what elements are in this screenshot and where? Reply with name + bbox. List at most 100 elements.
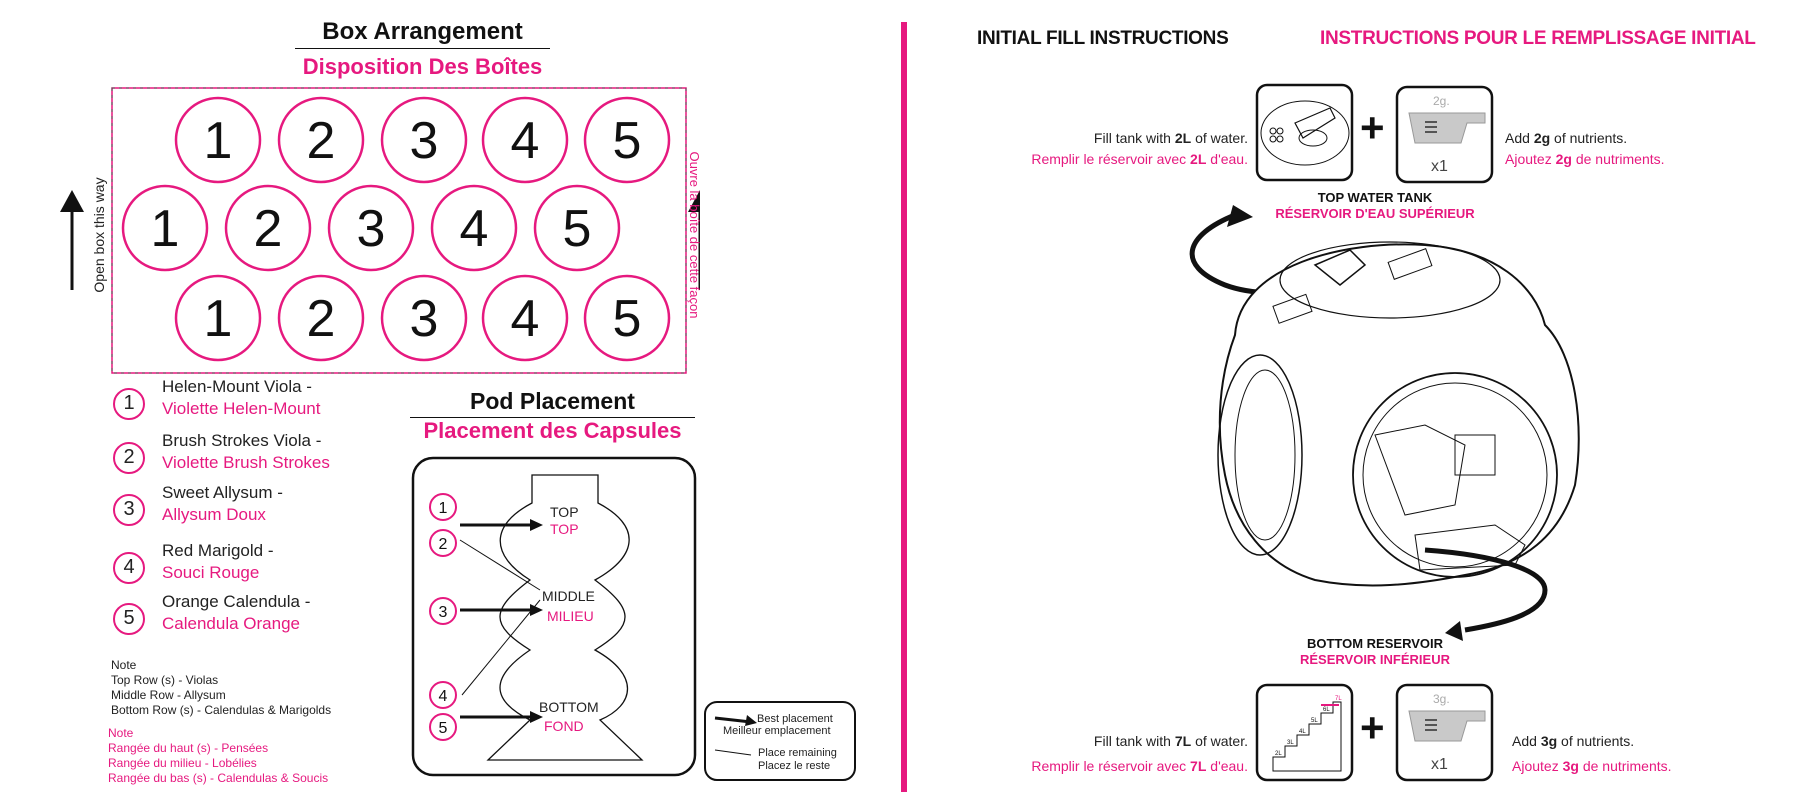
box-slot-circle (277, 96, 365, 184)
box-slot-circle (380, 96, 468, 184)
box-slot-number: 4 (511, 112, 540, 170)
box-slot-number: 5 (613, 112, 642, 170)
fill-title-fr: INSTRUCTIONS POUR LE REMPLISSAGE INITIAL (1320, 28, 1756, 49)
bottom-water-instruction: Fill tank with 7L of water. (1093, 733, 1248, 749)
box-slot-circle (481, 96, 569, 184)
box-slot-circle (277, 274, 365, 362)
top-nutrient-scoop: 2g. x1 (1395, 85, 1494, 184)
best-placement-arrows (460, 519, 543, 723)
reservoir-step-label: 4L (1299, 729, 1306, 735)
pod-title: Pod Placement (410, 388, 695, 418)
box-slot-circle (224, 184, 312, 272)
box-slot-number: 4 (511, 290, 540, 348)
box-slot-circle (430, 184, 518, 272)
sphere-garden-illustration (1189, 205, 1580, 641)
legend-number: 4 (113, 552, 145, 584)
box-slot-number: 1 (151, 200, 180, 258)
legend-name-fr: Souci Rouge (162, 563, 260, 582)
box-slot-number: 3 (357, 200, 386, 258)
reservoir-step-label: 6L (1323, 707, 1330, 713)
top-tank-image (1255, 83, 1354, 182)
box-slot-number: 1 (204, 290, 233, 348)
legend-number: 1 (113, 388, 145, 420)
pod-bottom-label: BOTTOM (539, 699, 599, 715)
bottom-scoop-label: 3g. (1433, 692, 1450, 706)
pod-top-label-fr: TOP (550, 521, 579, 537)
pod-number-circle (429, 529, 457, 557)
legend-name-fr: Calendula Orange (162, 614, 300, 633)
box-slot-number: 5 (563, 200, 592, 258)
box-slot-circle (583, 96, 671, 184)
box-slot-circle (174, 96, 262, 184)
pod-bottom-label-fr: FOND (544, 718, 584, 734)
key-best-label: Best placement (757, 713, 833, 725)
legend-name-fr: Violette Brush Strokes (162, 453, 330, 472)
box-slot-circle (327, 184, 415, 272)
reservoir-step-label: 3L (1287, 740, 1294, 746)
box-slot-number: 1 (204, 112, 233, 170)
top-tank-label: TOP WATER TANK (1317, 190, 1433, 205)
box-slot-number: 2 (307, 290, 336, 348)
bottom-nutrient-instruction-fr: Ajoutez 3g de nutriments. (1512, 758, 1672, 774)
reservoir-step-label: 2L (1275, 751, 1282, 757)
pod-number-circle (429, 493, 457, 521)
pod-number: 2 (439, 536, 448, 553)
bottom-water-instruction-fr: Remplir le réservoir avec 7L d'eau. (1031, 758, 1248, 774)
box-diagram: Open box this way Ouvre la boîte de cett… (60, 87, 700, 374)
pod-number: 3 (439, 604, 448, 621)
legend-name: Sweet Allysum - (162, 483, 283, 502)
top-scoop-label: 2g. (1433, 94, 1450, 108)
box-title-fr: Disposition Des Boîtes (302, 54, 543, 79)
legend-number: 5 (113, 603, 145, 635)
box-slot-number: 5 (613, 290, 642, 348)
bottom-reservoir-label-fr: RÉSERVOIR INFÉRIEUR (1299, 652, 1450, 667)
bottom-reservoir-image: 2L 3L 4L 5L 6L 7L (1255, 683, 1354, 782)
center-divider (901, 22, 907, 792)
top-nutrient-instruction-fr: Ajoutez 2g de nutriments. (1505, 151, 1665, 167)
key-best-label-fr: Meilleur emplacement (723, 725, 831, 737)
box-slot-circle (380, 274, 468, 362)
plus-icon: + (1360, 704, 1385, 751)
box-slot-number: 2 (307, 112, 336, 170)
pod-title-fr: Placement des Capsules (423, 418, 682, 443)
pod-top-label: TOP (550, 504, 579, 520)
legend-name: Red Marigold - (162, 541, 274, 560)
pod-number: 4 (439, 688, 448, 705)
pod-number: 5 (439, 720, 448, 737)
bottom-nutrient-scoop: 3g. x1 (1395, 683, 1494, 782)
reservoir-step-label: 7L (1335, 696, 1342, 702)
pod-number-circle (429, 597, 457, 625)
reservoir-step-label: 5L (1311, 718, 1318, 724)
legend-name: Orange Calendula - (162, 592, 311, 611)
top-scoop-qty: x1 (1431, 158, 1448, 175)
legend-name: Brush Strokes Viola - (162, 431, 322, 450)
box-slot-circle (174, 274, 262, 362)
top-water-instruction: Fill tank with 2L of water. (1093, 130, 1248, 146)
top-tank-label-fr: RÉSERVOIR D'EAU SUPÉRIEUR (1275, 206, 1475, 221)
fill-title: INITIAL FILL INSTRUCTIONS (977, 28, 1229, 49)
box-slot-number: 2 (254, 200, 283, 258)
key-rest-label: Place remaining (758, 747, 837, 759)
bottom-scoop-qty: x1 (1431, 756, 1448, 773)
pod-number-circle (429, 681, 457, 709)
box-title: Box Arrangement (295, 18, 550, 49)
open-box-label-fr: Ouvre la boîte de cette façon (687, 152, 700, 319)
placement-key: Best placement Meilleur emplacement Plac… (704, 701, 856, 781)
pod-middle-label: MIDDLE (542, 588, 595, 604)
plus-icon: + (1360, 104, 1385, 151)
legend-number: 3 (113, 494, 145, 526)
pod-number-circle (429, 713, 457, 741)
box-slot-circle (481, 274, 569, 362)
open-box-label: Open box this way (91, 177, 107, 292)
right-up-arrow-icon (688, 190, 700, 290)
top-water-instruction-fr: Remplir le réservoir avec 2L d'eau. (1031, 151, 1248, 167)
legend-name: Helen-Mount Viola - (162, 377, 312, 396)
box-slot-circle (533, 184, 621, 272)
bottom-reservoir-label: BOTTOM RESERVOIR (1306, 636, 1444, 651)
key-rest-label-fr: Placez le reste (758, 760, 830, 772)
legend-name-fr: Violette Helen-Mount (162, 399, 321, 418)
pod-middle-label-fr: MILIEU (547, 608, 594, 624)
